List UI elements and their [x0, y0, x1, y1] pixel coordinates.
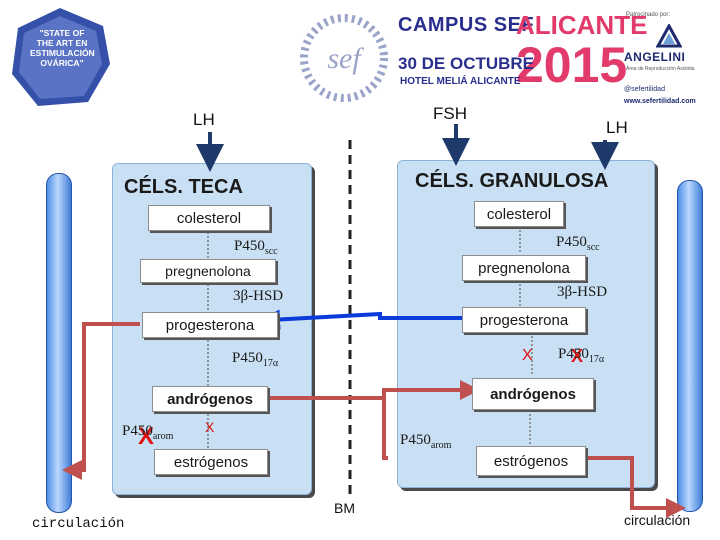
campus-title: CAMPUS SEF	[398, 14, 535, 36]
granulosa-3b-hsd: 3β-HSD	[557, 284, 608, 300]
fsh-label: FSH	[433, 104, 467, 123]
granulosa-estrogenos: estrógenos	[476, 446, 586, 476]
teca-title: CÉLS. TECA	[124, 176, 243, 198]
androgen-transfer-arrow-2	[382, 380, 480, 400]
granulosa-colesterol: colesterol	[474, 201, 564, 227]
block-mark-granulosa-17b: X	[571, 346, 583, 366]
estrogen-to-circulation-arrow	[584, 456, 686, 518]
circulation-right-label: circulación	[624, 512, 691, 528]
lh-left-label: LH	[193, 110, 215, 129]
block-mark-teca-arrow: X	[205, 419, 215, 435]
social-handle: @sefertilidad	[624, 86, 665, 93]
block-mark-teca-arom: X	[138, 423, 154, 450]
city-title: ALICANTE	[516, 10, 648, 40]
sponsor-label: Patrocinado por:	[626, 12, 671, 18]
progesterone-transfer-arrow	[260, 309, 462, 330]
teca-colesterol: colesterol	[148, 205, 270, 231]
teca-3b-hsd: 3β-HSD	[233, 288, 284, 304]
androgen-transfer-arrow	[268, 396, 388, 460]
granulosa-p450arom: P450arom	[400, 432, 452, 451]
event-date: 30 DE OCTUBRE	[398, 54, 535, 73]
granulosa-progesterona: progesterona	[462, 307, 586, 333]
event-hotel: HOTEL MELIÁ ALICANTE	[400, 76, 521, 87]
sponsor-name: ANGELINI	[624, 50, 686, 64]
teca-androgenos: andrógenos	[152, 386, 268, 412]
granulosa-androgenos: andrógenos	[472, 378, 594, 410]
badge-text: "STATE OF THE ART EN ESTIMULACIÓN OVÁRIC…	[30, 28, 95, 68]
bm-label: BM	[334, 500, 355, 516]
event-title-block: CAMPUS SEF ALICANTE 2015 30 DE OCTUBRE H…	[398, 8, 647, 100]
blood-vessel-right	[677, 180, 703, 512]
angelini-logo-icon	[656, 24, 682, 48]
sponsor-block: Patrocinado por: ANGELINI Área de Reprod…	[622, 10, 716, 110]
teca-pregnenolona: pregnenolona	[140, 259, 276, 283]
granulosa-pregnenolona: pregnenolona	[462, 255, 586, 281]
blood-vessel-left	[46, 173, 72, 513]
teca-p450arom: P450arom	[122, 423, 174, 442]
website: www.sefertilidad.com	[624, 98, 696, 105]
sponsor-area: Área de Reproducción Asistida	[626, 66, 695, 72]
granulosa-p45017: P45017α	[558, 346, 605, 365]
svg-text:sef: sef	[327, 42, 364, 75]
teca-estrogenos: estrógenos	[154, 449, 268, 475]
teca-p45017: P45017α	[232, 350, 279, 369]
sef-logo: sef	[298, 12, 390, 104]
block-mark-granulosa-17: X	[522, 347, 533, 364]
circulation-left-label: circulación	[32, 516, 125, 532]
year-title: 2015	[516, 37, 628, 93]
lh-right-label: LH	[606, 118, 628, 137]
progesterone-to-circulation-arrow	[62, 322, 140, 480]
granulosa-title: CÉLS. GRANULOSA	[415, 170, 609, 192]
teca-p450scc: P450scc	[234, 238, 278, 257]
conference-badge: "STATE OF THE ART EN ESTIMULACIÓN OVÁRIC…	[8, 6, 112, 110]
teca-progesterona: progesterona	[142, 312, 278, 338]
granulosa-p450scc: P450scc	[556, 234, 600, 253]
